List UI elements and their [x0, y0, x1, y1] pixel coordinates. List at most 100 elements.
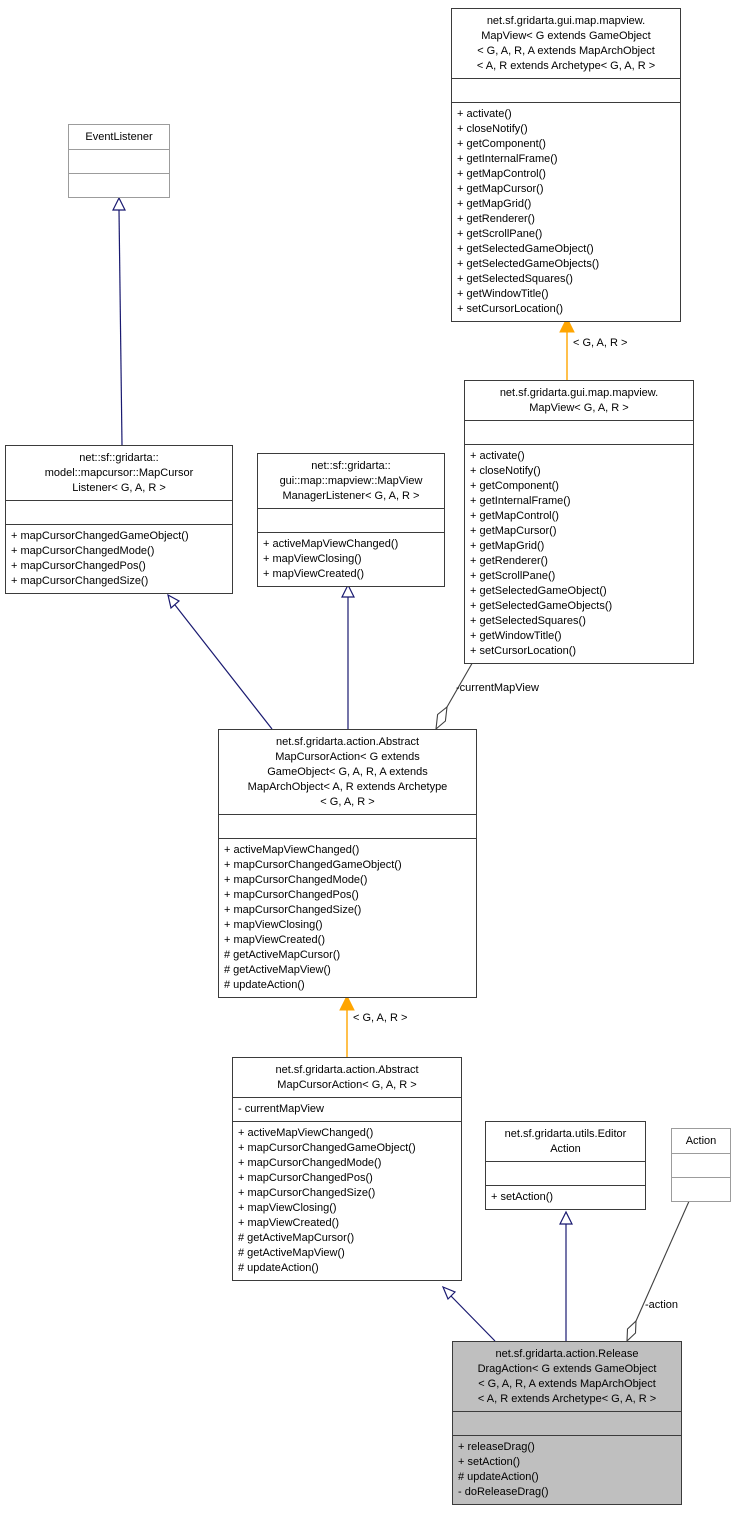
- method-item: + mapCursorChangedGameObject(): [11, 530, 189, 542]
- method-item: + closeNotify(): [470, 465, 541, 477]
- method-item: + getMapGrid(): [470, 540, 545, 552]
- class-title: net.sf.gridarta.action.Release DragActio…: [477, 1348, 657, 1405]
- method-item: + releaseDrag(): [458, 1441, 535, 1453]
- class-methods: + activate()+ closeNotify()+ getComponen…: [452, 102, 680, 321]
- attribute-item: - currentMapView: [238, 1103, 324, 1115]
- class-methods: + mapCursorChangedGameObject() + mapCurso…: [6, 524, 232, 593]
- method-item: + getWindowTitle(): [457, 288, 549, 300]
- class-box-mapview-gar[interactable]: net.sf.gridarta.gui.map.mapview. MapView…: [464, 380, 694, 664]
- method-item: + activeMapViewChanged(): [224, 844, 360, 856]
- method-item: + setAction(): [458, 1456, 521, 1468]
- method-item: # getActiveMapView(): [238, 1247, 345, 1259]
- method-item: + setCursorLocation(): [470, 645, 577, 657]
- class-box-mapview-generic[interactable]: net.sf.gridarta.gui.map.mapview. MapView…: [451, 8, 681, 322]
- class-attributes: [258, 508, 444, 532]
- method-item: + getSelectedGameObject(): [470, 585, 607, 597]
- method-item: # getActiveMapCursor(): [224, 949, 341, 961]
- method-item: # updateAction(): [238, 1262, 319, 1274]
- class-attributes: [453, 1411, 681, 1435]
- method-item: + mapCursorChangedSize(): [11, 575, 149, 587]
- method-item: + getMapGrid(): [457, 198, 532, 210]
- edge-aggregation-action: [626, 1198, 691, 1343]
- class-title: Action: [685, 1135, 717, 1147]
- class-box-eventlistener: EventListener: [68, 124, 170, 198]
- class-attributes: [486, 1161, 645, 1185]
- method-item: # getActiveMapCursor(): [238, 1232, 355, 1244]
- edge-inheritance-abstractmapcursoraction-mapviewmanagerlistener: [341, 583, 355, 729]
- edge-template-mapview: [559, 316, 575, 380]
- method-item: + mapViewClosing(): [238, 1202, 337, 1214]
- method-item: + mapCursorChangedMode(): [224, 874, 368, 886]
- class-box-releasedragaction: net.sf.gridarta.action.Release DragActio…: [452, 1341, 682, 1505]
- class-title: net.sf.gridarta.gui.map.mapview. MapView…: [476, 15, 656, 72]
- class-box-abstractmapcursoraction-generic[interactable]: net.sf.gridarta.action.Abstract MapCurso…: [218, 729, 477, 998]
- class-box-mapviewmanagerlistener[interactable]: net::sf::gridarta:: gui::map::mapview::M…: [257, 453, 445, 587]
- method-item: + getScrollPane(): [457, 228, 543, 240]
- class-methods: + releaseDrag() + setAction() # updateActi…: [453, 1435, 681, 1504]
- method-item: + mapViewCreated(): [263, 568, 364, 580]
- class-methods: + activate()+ closeNotify()+ getComponen…: [465, 444, 693, 663]
- edge-template-abstractmapcursoraction: [339, 994, 355, 1057]
- class-box-editoraction[interactable]: net.sf.gridarta.utils.Editor Action + se…: [485, 1121, 646, 1210]
- method-item: + getSelectedSquares(): [470, 615, 586, 627]
- edge-inheritance-releasedragaction-abstractmapcursoraction: [441, 1285, 496, 1342]
- method-item: # updateAction(): [224, 979, 305, 991]
- edge-inheritance-releasedragaction-editoraction: [559, 1210, 573, 1341]
- class-title: net.sf.gridarta.action.Abstract MapCurso…: [247, 736, 448, 808]
- class-attributes: [69, 149, 169, 173]
- method-item: + mapCursorChangedPos(): [238, 1172, 373, 1184]
- method-item: + mapCursorChangedMode(): [238, 1157, 382, 1169]
- class-title: net::sf::gridarta:: gui::map::mapview::M…: [279, 460, 423, 502]
- method-item: + getRenderer(): [457, 213, 535, 225]
- class-box-abstractmapcursoraction-gar[interactable]: net.sf.gridarta.action.Abstract MapCurso…: [232, 1057, 462, 1281]
- method-item: + mapViewCreated(): [224, 934, 325, 946]
- class-box-mapcursorlistener[interactable]: net::sf::gridarta:: model::mapcursor::Ma…: [5, 445, 233, 594]
- method-item: + closeNotify(): [457, 123, 528, 135]
- method-item: + activate(): [470, 450, 525, 462]
- method-item: + getInternalFrame(): [470, 495, 571, 507]
- method-item: + activate(): [457, 108, 512, 120]
- class-attributes: - currentMapView: [233, 1097, 461, 1121]
- method-item: + setAction(): [491, 1191, 554, 1203]
- class-title: net.sf.gridarta.gui.map.mapview. MapView…: [499, 387, 659, 414]
- method-item: + mapViewCreated(): [238, 1217, 339, 1229]
- class-title: net.sf.gridarta.utils.Editor Action: [504, 1128, 627, 1155]
- method-item: + activeMapViewChanged(): [238, 1127, 374, 1139]
- method-item: + mapViewClosing(): [263, 553, 362, 565]
- method-item: + getSelectedSquares(): [457, 273, 573, 285]
- method-item: + getInternalFrame(): [457, 153, 558, 165]
- class-box-action: Action: [671, 1128, 731, 1202]
- class-attributes: [672, 1153, 730, 1177]
- edge-label-template-bottom: < G, A, R >: [353, 1012, 408, 1024]
- method-item: + mapCursorChangedPos(): [224, 889, 359, 901]
- method-item: # updateAction(): [458, 1471, 539, 1483]
- method-item: + mapCursorChangedSize(): [238, 1187, 376, 1199]
- method-item: + getRenderer(): [470, 555, 548, 567]
- method-item: + mapViewClosing(): [224, 919, 323, 931]
- method-item: + activeMapViewChanged(): [263, 538, 399, 550]
- method-item: + mapCursorChangedGameObject(): [224, 859, 402, 871]
- method-item: # getActiveMapView(): [224, 964, 331, 976]
- method-item: - doReleaseDrag(): [458, 1486, 549, 1498]
- class-methods: + activeMapViewChanged() + mapCursorChang…: [233, 1121, 461, 1280]
- class-attributes: [219, 814, 476, 838]
- class-methods: + activeMapViewChanged() + mapViewClosing…: [258, 532, 444, 586]
- class-methods: + setAction(): [486, 1185, 645, 1209]
- class-attributes: [452, 78, 680, 102]
- method-item: + mapCursorChangedMode(): [11, 545, 155, 557]
- method-item: + mapCursorChangedSize(): [224, 904, 362, 916]
- class-methods: [69, 173, 169, 197]
- method-item: + getSelectedGameObjects(): [470, 600, 613, 612]
- class-attributes: [6, 500, 232, 524]
- edge-label-action: -action: [645, 1299, 679, 1311]
- edge-label-currentmapview: -currentMapView: [456, 682, 539, 694]
- class-title: net.sf.gridarta.action.Abstract MapCurso…: [275, 1064, 419, 1091]
- class-attributes: [465, 420, 693, 444]
- method-item: + getMapCursor(): [470, 525, 557, 537]
- method-item: + getScrollPane(): [470, 570, 556, 582]
- method-item: + getSelectedGameObject(): [457, 243, 594, 255]
- edge-inheritance-abstractmapcursoraction-mapcursorlistener: [167, 593, 273, 730]
- edge-label-template-top: < G, A, R >: [573, 337, 628, 349]
- method-item: + getMapCursor(): [457, 183, 544, 195]
